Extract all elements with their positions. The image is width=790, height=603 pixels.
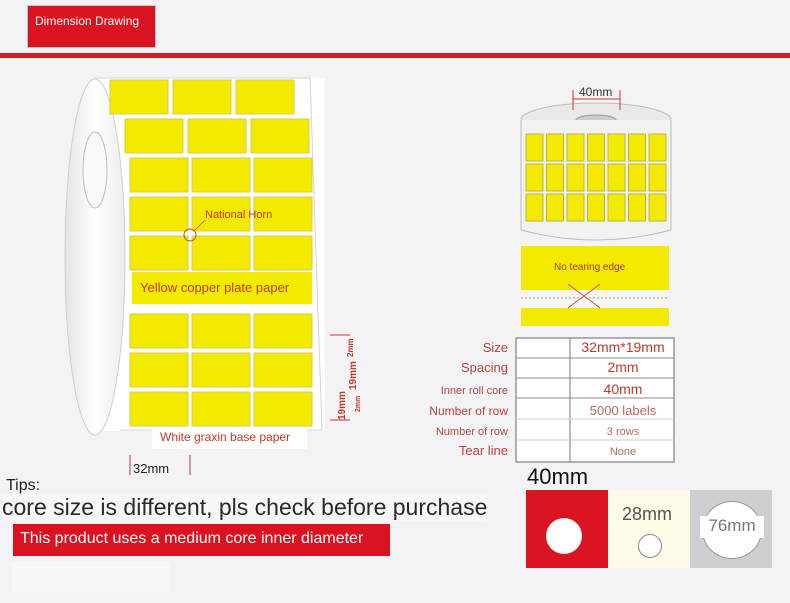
small-label-cell — [628, 193, 646, 222]
height-dimension: 19mm — [337, 391, 348, 420]
small-label-cell — [628, 163, 646, 192]
paper-callout: Yellow copper plate paper — [140, 280, 290, 295]
small-label-cell — [648, 193, 667, 222]
label-cell — [187, 118, 247, 154]
label-cell — [191, 235, 251, 271]
no-tearing-callout: No tearing edge — [554, 262, 626, 273]
page-title: Dimension Drawing — [35, 14, 140, 28]
spec-table-frame — [515, 337, 675, 463]
label-cell — [129, 235, 189, 271]
blank-panel — [12, 562, 170, 592]
label-cell — [253, 391, 313, 427]
base-callout: White graxin base paper — [160, 430, 290, 444]
medium-core-banner: This product uses a medium core inner di… — [13, 524, 390, 556]
label-cell — [172, 79, 232, 115]
page-title-badge: Dimension Drawing — [27, 5, 156, 48]
label-cell — [253, 235, 313, 271]
national-horn-callout: National Horn — [205, 209, 272, 221]
small-label-cell — [648, 163, 667, 192]
corner-marker — [183, 228, 197, 242]
small-label-cell — [587, 163, 605, 192]
spec-value: 2mm — [607, 359, 638, 375]
label-cell — [191, 157, 251, 193]
small-label-cell — [587, 133, 605, 162]
label-cell — [250, 118, 310, 154]
spec-label: Inner roll core — [441, 385, 508, 397]
core-40mm-icon — [546, 518, 582, 554]
spec-value: 32mm*19mm — [581, 339, 664, 355]
small-label-cell — [525, 193, 544, 222]
label-cell — [124, 118, 184, 154]
spec-label: Size — [483, 340, 508, 355]
label-cell — [191, 352, 251, 388]
height-dimension-2: 19mm — [348, 361, 359, 390]
core-option-76mm: 76mm — [690, 490, 772, 568]
spec-value: None — [610, 446, 636, 458]
label-cell — [129, 391, 189, 427]
spec-label: Tear line — [459, 443, 508, 458]
label-cell — [129, 313, 189, 349]
gap-dimension-mid: 2mm — [355, 396, 362, 412]
spec-value: 5000 labels — [590, 403, 657, 418]
small-label-cell — [628, 133, 646, 162]
header-divider — [0, 53, 790, 58]
label-cell — [191, 196, 251, 232]
tips-heading: Tips: — [6, 477, 41, 494]
small-label-cell — [546, 163, 564, 192]
small-label-cell — [566, 133, 585, 162]
label-grid — [109, 79, 313, 427]
core-notice: core size is different, pls check before… — [2, 494, 488, 521]
spec-label: Number of row — [429, 404, 508, 418]
spec-value: 40mm — [604, 381, 643, 397]
spec-label: Spacing — [461, 360, 508, 375]
label-cell — [129, 196, 189, 232]
spec-value: 3 rows — [607, 426, 640, 438]
gap-dimension-top: 2mm — [346, 338, 355, 357]
label-cell — [253, 196, 313, 232]
small-label-cell — [525, 163, 544, 192]
small-label-cell — [607, 193, 626, 222]
small-label-cell — [525, 133, 544, 162]
core-option-28mm: 28mm — [608, 490, 690, 568]
label-cell — [191, 313, 251, 349]
spec-label: Number of row — [436, 426, 508, 438]
core-28mm-icon — [638, 534, 662, 558]
core-dimension: 40mm — [579, 85, 612, 99]
label-cell — [191, 391, 251, 427]
core-option-40mm — [526, 490, 608, 568]
core-28mm-label: 28mm — [622, 504, 673, 524]
small-label-cell — [566, 163, 585, 192]
label-cell — [253, 157, 313, 193]
small-label-cell — [566, 193, 585, 222]
selected-core-label: 40mm — [527, 464, 589, 489]
small-label-cell — [607, 163, 626, 192]
small-label-cell — [648, 133, 667, 162]
small-roll: 40mm — [520, 85, 672, 241]
label-cell — [253, 313, 313, 349]
label-cell — [253, 352, 313, 388]
tearing-diagram: No tearing edge — [521, 246, 669, 326]
small-label-cell — [607, 133, 626, 162]
small-label-cell — [546, 133, 564, 162]
label-cell — [235, 79, 295, 115]
label-cell — [129, 352, 189, 388]
label-cell — [129, 157, 189, 193]
core-76mm-label: 76mm — [700, 516, 764, 538]
label-cell — [109, 79, 169, 115]
width-dimension: 32mm — [133, 461, 169, 476]
small-label-cell — [587, 193, 605, 222]
small-label-cell — [546, 193, 564, 222]
